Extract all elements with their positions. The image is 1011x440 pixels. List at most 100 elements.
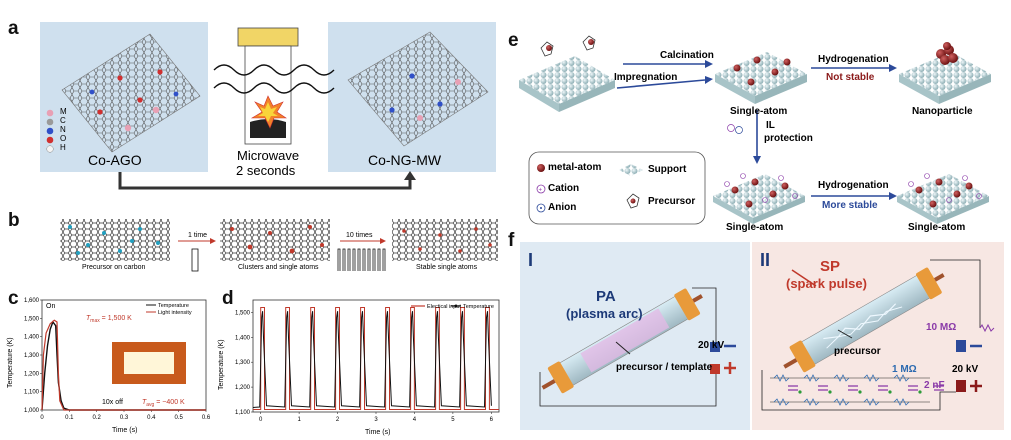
co-ng-mw-label: Co-NG-MW	[368, 152, 442, 168]
hydrogenation-label-1: Hydrogenation	[818, 54, 889, 65]
chart-c-ylabel: Temperature (K)	[7, 337, 14, 388]
co-ng-mw-atoms	[389, 73, 461, 121]
resistor-1m-label: 1 MΩ	[892, 364, 917, 375]
pa-wire-bottom	[539, 372, 717, 407]
cnt-precursor	[60, 219, 170, 261]
ladder-resistors	[773, 374, 910, 406]
sample-holder	[250, 119, 286, 138]
single-atoms-3	[915, 178, 973, 208]
single-atom-label-2: Single-atom	[726, 222, 784, 233]
not-stable-label: Not stable	[826, 72, 875, 83]
cnt-clusters	[220, 219, 330, 261]
chart-c-tavg-label: Tavg = ~400 K	[142, 399, 185, 408]
il-label: IL	[766, 120, 775, 131]
resistor-10m-label: 10 MΩ	[926, 322, 957, 333]
sp-voltage-label: 20 kV	[952, 364, 979, 375]
il-anion-icon	[735, 126, 743, 134]
support-slab-1	[519, 56, 615, 104]
clusters-label: Clusters and single atoms	[238, 264, 319, 271]
plus-icon	[724, 362, 736, 374]
pa-tube	[541, 288, 703, 394]
sp-positive-terminal	[956, 380, 966, 392]
chart-c-ytick-label: 1,500	[24, 316, 40, 322]
microwave-label: Microwave	[237, 148, 300, 163]
legend-support-label: Support	[648, 164, 687, 175]
pa-wire-top	[692, 287, 717, 342]
legend-precursor-icon	[626, 193, 640, 209]
sp-wire-top	[930, 259, 981, 328]
chart-d-xtick-label: 2	[336, 417, 340, 423]
wave-top	[213, 64, 335, 76]
nanoparticle	[936, 42, 958, 65]
chart-c-tmax-label: Tmax = 1,500 K	[86, 315, 132, 324]
chart-c-ytick-label: 1,100	[24, 390, 40, 396]
chart-c-ytick-label: 1,200	[24, 371, 40, 377]
chart-d-ytick-label: 1,400	[235, 335, 251, 341]
sp-label: SP	[820, 258, 841, 275]
panel-label-f: f	[508, 230, 515, 251]
co-ago-sheet	[61, 33, 201, 153]
chart-c-series-light	[41, 319, 206, 411]
more-stable-label: More stable	[822, 200, 878, 211]
sp-tube	[783, 267, 945, 373]
legend-support-icon	[619, 164, 643, 176]
sp-wire-bottom	[761, 370, 956, 411]
support-slab-5	[897, 174, 989, 218]
panel-label-d: d	[222, 288, 234, 309]
chart-c-xtick-label: 0.1	[65, 415, 74, 421]
panel-a-drawing	[46, 27, 489, 190]
chart-d-series-electrical	[253, 307, 499, 410]
single-atom-label-1: Single-atom	[730, 106, 788, 117]
precursor-template-label: precursor / template	[616, 362, 713, 373]
chart-d-xlabel: Time (s)	[365, 429, 390, 436]
panel-label-b: b	[8, 210, 20, 231]
hydrogenation-label-2: Hydrogenation	[818, 180, 889, 191]
sp-section-label: II	[760, 250, 771, 270]
spark-core-icon	[258, 102, 278, 122]
sp-negative-terminal	[956, 340, 966, 352]
capacitor-label: 2 nF	[924, 380, 945, 391]
impregnation-label: Impregnation	[614, 72, 678, 83]
chart-c-ytick-label: 1,600	[24, 298, 40, 304]
ionic-liquid-ions	[724, 173, 982, 203]
pa-section-label: I	[528, 250, 534, 270]
single-atoms-1	[733, 56, 791, 86]
chart-d-xtick-label: 3	[374, 417, 378, 423]
chart-d-xtick-label: 6	[490, 417, 494, 423]
chart-d-xtick-label: 4	[413, 417, 417, 423]
duration-label: 2 seconds	[236, 163, 296, 178]
chart-c-xtick-label: 0	[40, 415, 44, 421]
protection-label: protection	[764, 133, 813, 144]
chart-c-inset-glow	[124, 352, 174, 374]
legend-anion-label: Anion	[548, 202, 577, 213]
legend-precursor-label: Precursor	[648, 196, 696, 207]
chart-c-xtick-label: 0.6	[202, 415, 211, 421]
ladder-switches	[798, 390, 922, 394]
connector-arrowhead	[404, 171, 416, 180]
pulse-train	[337, 248, 386, 271]
il-cation-icon	[727, 124, 735, 132]
precursor-label: precursor	[834, 346, 881, 357]
wave-bottom	[213, 82, 335, 94]
precursor-molecules	[540, 35, 596, 57]
panel-a-legend-dots	[46, 109, 54, 153]
chart-c-xlabel: Time (s)	[112, 427, 137, 434]
chart-d-xtick-label: 5	[451, 417, 455, 423]
co-ago-atoms	[89, 69, 179, 132]
support-slab-4	[713, 174, 805, 218]
tube-cap	[237, 27, 299, 47]
pa-positive-terminal	[710, 364, 720, 374]
nanoparticle-label: Nanoparticle	[912, 106, 973, 117]
legend-anion-icon	[536, 203, 546, 213]
legend-metal-atom-icon	[537, 164, 545, 172]
pulse-1	[191, 248, 199, 272]
precursor-template-pointer	[615, 341, 631, 355]
ladder-capacitors	[788, 385, 944, 391]
chart-d-ytick-label: 1,100	[235, 410, 251, 416]
resistor-10m-icon	[979, 323, 995, 333]
co-ng-mw-sheet	[347, 31, 489, 147]
